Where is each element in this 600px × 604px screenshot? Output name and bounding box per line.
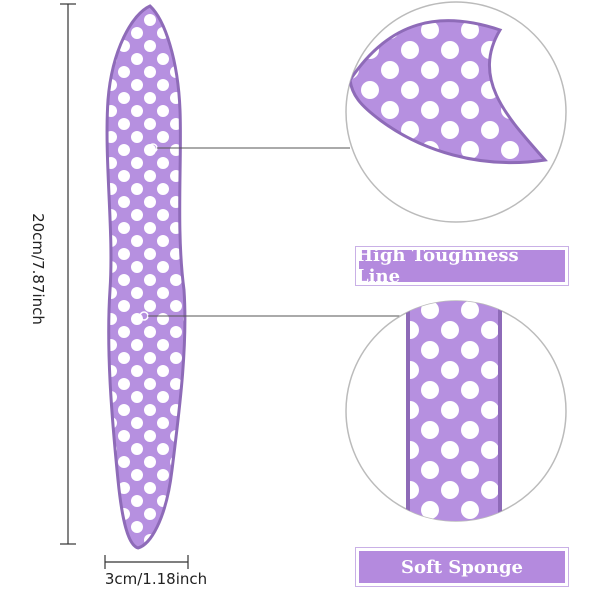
height-dimension-line (60, 3, 76, 545)
width-label: 3cm/1.18inch (104, 570, 208, 588)
curler-body (105, 4, 187, 550)
marker-bottom (139, 311, 410, 321)
zoom-circle-bottom (345, 300, 567, 522)
label-high-toughness-line: High Toughness Line (356, 245, 568, 287)
zoom-circle-top (345, 1, 567, 223)
label-soft-sponge: Soft Sponge (356, 548, 568, 586)
height-label: 20cm/7.87inch (29, 213, 47, 325)
width-dimension-line (104, 555, 189, 569)
marker-top (148, 143, 350, 153)
